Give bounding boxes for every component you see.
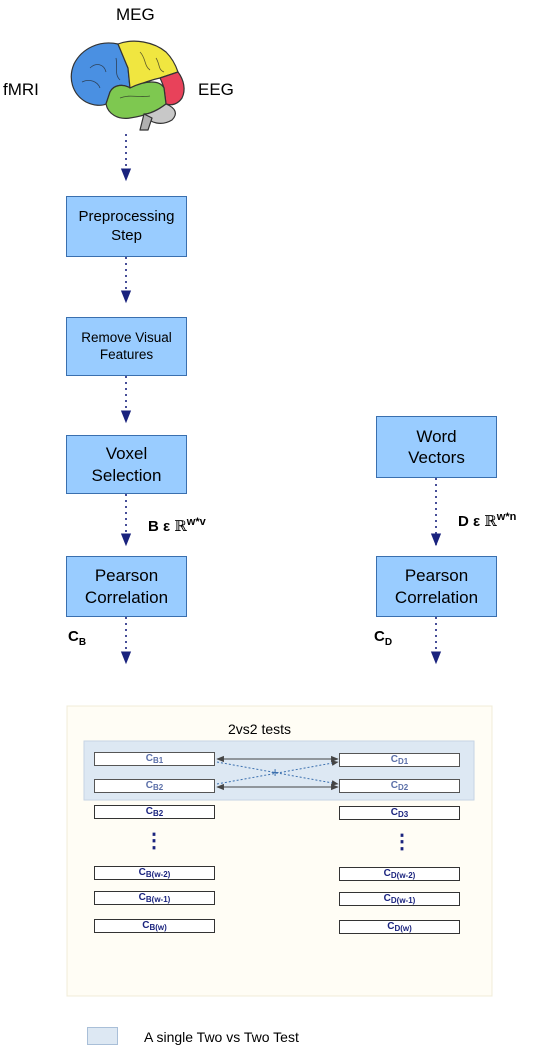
cross-line-2 — [216, 760, 339, 785]
matrix-b-label: B ε ℝw*v — [148, 516, 206, 535]
cell-cb2: CB2 — [94, 805, 215, 819]
temporal-lobe — [105, 81, 167, 119]
cell-cd-w-2: CD(w-2) — [339, 867, 460, 881]
output-cd-label: CD — [374, 628, 393, 648]
cell-cb-w: CB(w) — [94, 919, 215, 933]
brain-stem — [139, 113, 153, 131]
ellipsis-left: ⋮ — [144, 830, 164, 852]
cell-cb1: CB1 — [94, 752, 215, 766]
cell-cb-w-2: CB(w-2) — [94, 866, 215, 880]
output-cb-label: CB — [68, 628, 87, 648]
brain-illustration — [70, 40, 185, 131]
cell-cd1: CD1 — [339, 753, 460, 767]
fmri-label: fMRI — [3, 80, 39, 99]
matrix-d-label: D ε ℝw*n — [458, 511, 517, 530]
cell-cb2-highlighted: CB2 — [94, 779, 215, 793]
cell-cd3: CD3 — [339, 806, 460, 820]
legend-label: A single Two vs Two Test — [144, 1029, 299, 1045]
test-panel-title: 2vs2 tests — [228, 721, 292, 737]
cell-cb-w-1: CB(w-1) — [94, 891, 215, 905]
legend-swatch — [87, 1027, 118, 1045]
cell-cd-w-1: CD(w-1) — [339, 892, 460, 906]
cell-cd-w: CD(w) — [339, 920, 460, 934]
cell-cd2: CD2 — [339, 779, 460, 793]
ellipsis-right: ⋮ — [392, 831, 412, 853]
eeg-label: EEG — [198, 80, 234, 99]
meg-label: MEG — [116, 5, 155, 24]
occipital-lobe — [159, 71, 185, 106]
cross-plus-symbol: + — [271, 764, 280, 780]
